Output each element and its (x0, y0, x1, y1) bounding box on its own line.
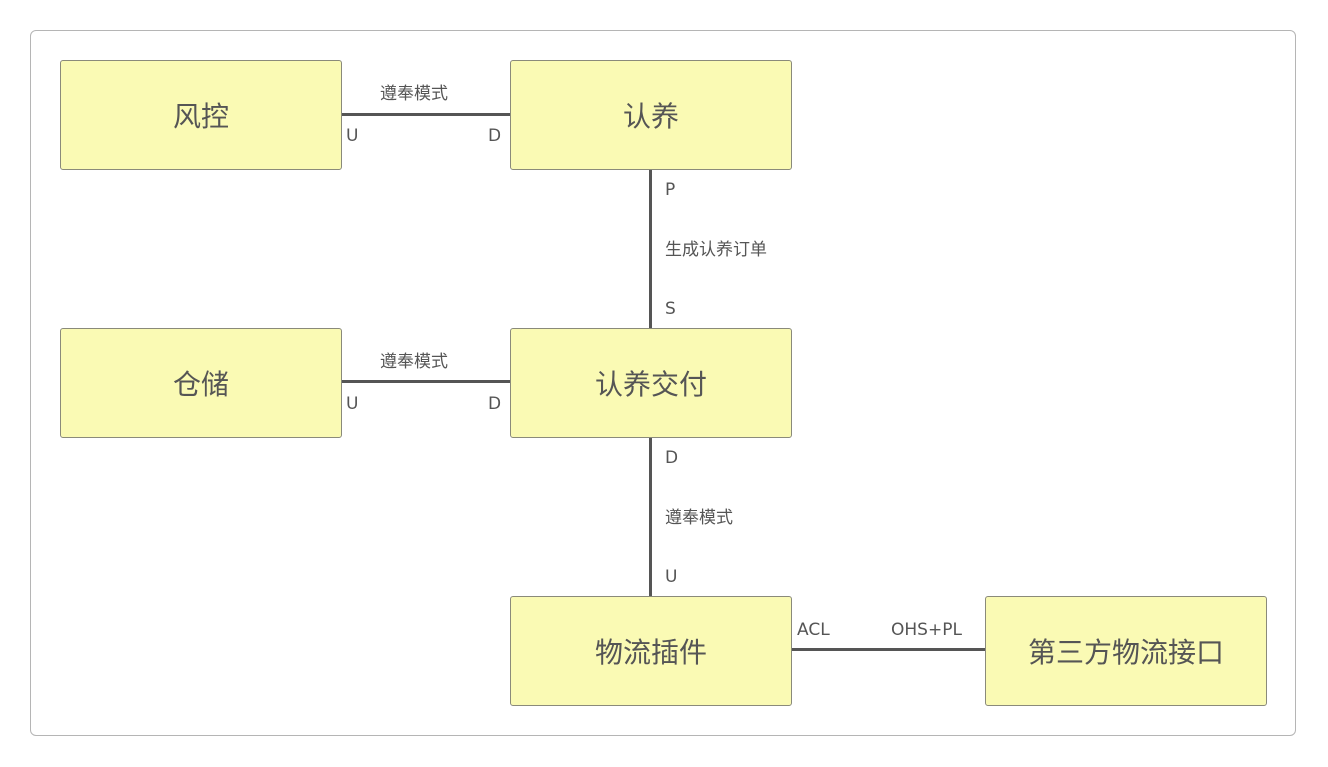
edge-label-relation: 遵奉模式 (665, 508, 733, 528)
edge-fengkong-renyang (341, 113, 511, 116)
box-cangchu[interactable]: 仓储 (60, 328, 342, 438)
edge-renyang-jiaofu (649, 169, 652, 329)
edge-label-upper-end: P (665, 180, 676, 200)
edge-label-upstream: U (346, 394, 359, 414)
edge-label-lower-end: U (665, 567, 678, 587)
edge-label-lower-end: S (665, 299, 676, 319)
edge-label-downstream: D (488, 394, 502, 414)
edge-label-relation: 生成认养订单 (665, 240, 767, 260)
edge-label-left-end: ACL (797, 620, 830, 640)
edge-label-downstream: D (488, 126, 502, 146)
box-wuliu-chajian[interactable]: 物流插件 (510, 596, 792, 706)
edge-wuliu-third (790, 648, 986, 651)
edge-label-upper-end: D (665, 448, 679, 468)
edge-cangchu-jiaofu (341, 380, 511, 383)
box-third-party[interactable]: 第三方物流接口 (985, 596, 1267, 706)
edge-label-right-end: OHS+PL (891, 620, 962, 640)
edge-label-relation: 遵奉模式 (380, 352, 448, 372)
box-fengkong[interactable]: 风控 (60, 60, 342, 170)
edge-label-relation: 遵奉模式 (380, 84, 448, 104)
edge-jiaofu-wuliu (649, 437, 652, 597)
box-renyang[interactable]: 认养 (510, 60, 792, 170)
edge-label-upstream: U (346, 126, 359, 146)
box-renyang-jiaofu[interactable]: 认养交付 (510, 328, 792, 438)
